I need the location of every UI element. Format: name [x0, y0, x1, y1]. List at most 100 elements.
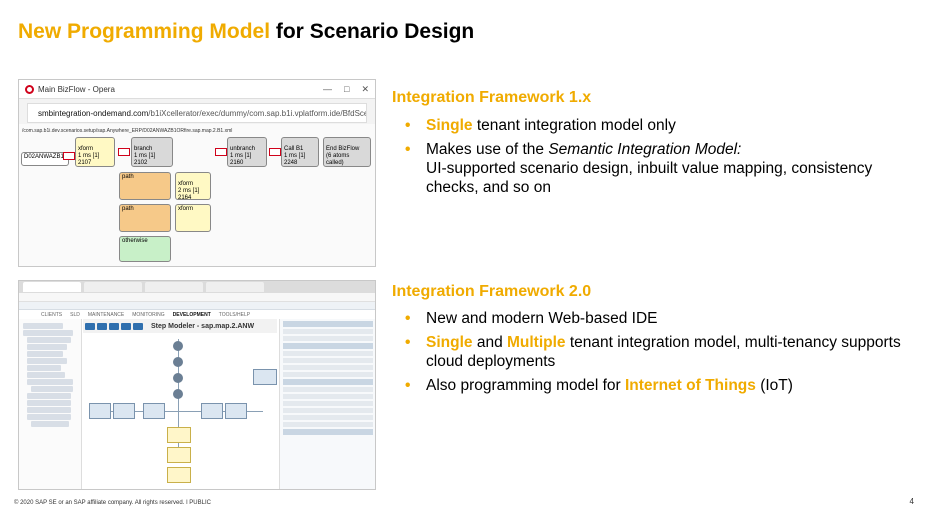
flow-step[interactable]	[89, 403, 111, 419]
node-xform-1[interactable]: xform 1 ms [1] 2107	[75, 137, 115, 167]
property-field[interactable]	[283, 329, 373, 334]
list-item: • Single and Multiple tenant integration…	[405, 334, 901, 370]
flow-node-icon[interactable]	[173, 341, 183, 351]
node-otherwise[interactable]: otherwise	[119, 236, 171, 262]
tree-item[interactable]	[23, 330, 73, 336]
property-field[interactable]	[283, 422, 373, 427]
tree-item[interactable]	[27, 344, 67, 350]
node-path-2[interactable]: path	[119, 204, 171, 232]
panel-header	[283, 321, 373, 327]
node-end-bizflow[interactable]: End BizFlow (6 atoms called)	[323, 137, 371, 167]
properties-panel	[279, 319, 375, 489]
flow-node-icon[interactable]	[173, 389, 183, 399]
toolbar-button[interactable]	[85, 322, 95, 330]
modeler-toolbar: Step Modeler - sap.map.2.ANW	[83, 319, 277, 333]
node-xform-2[interactable]: xform 2 ms [1] 2164	[175, 172, 211, 201]
node-path-1[interactable]: path	[119, 172, 171, 200]
property-field[interactable]	[283, 358, 373, 363]
property-field[interactable]	[283, 415, 373, 420]
node-xform-3[interactable]: xform	[175, 204, 211, 232]
flow-step[interactable]	[143, 403, 165, 419]
tree-item[interactable]	[27, 414, 71, 420]
flow-step[interactable]	[201, 403, 223, 419]
flow-node-icon[interactable]	[173, 357, 183, 367]
list-item: • Makes use of the Semantic Integration …	[405, 141, 873, 196]
bizflow-canvas: /com.sap.b1i.dev.scenarios.setup/sap.Any…	[19, 124, 375, 266]
tree-item[interactable]	[27, 358, 67, 364]
panel-header	[283, 429, 373, 435]
opera-logo-icon	[25, 84, 34, 94]
window-title: Main BizFlow - Opera	[38, 84, 115, 94]
panel-header	[283, 379, 373, 385]
tree-item[interactable]	[31, 421, 69, 427]
property-field[interactable]	[283, 372, 373, 377]
browser-tab[interactable]	[145, 282, 203, 292]
minimize-icon[interactable]: —	[323, 83, 333, 94]
flow-step[interactable]	[253, 369, 277, 385]
section2-list: • New and modern Web-based IDE • Single …	[400, 309, 920, 400]
toolbar-button[interactable]	[133, 322, 143, 330]
tree-item[interactable]	[27, 372, 65, 378]
tree-item[interactable]	[27, 407, 71, 413]
menu-development[interactable]: DEVELOPMENT	[172, 311, 211, 318]
menu-sld[interactable]: SLD	[70, 311, 80, 318]
tree-item[interactable]	[27, 400, 71, 406]
node-call-b1[interactable]: Call B1 1 ms [1] 2248	[281, 137, 319, 167]
menu-clients[interactable]: CLIENTS	[41, 311, 63, 318]
list-item: • New and modern Web-based IDE	[405, 310, 658, 327]
arrow-icon	[63, 152, 75, 160]
section2-heading: Integration Framework 2.0	[392, 283, 592, 300]
flow-step[interactable]	[167, 427, 191, 443]
tree-item[interactable]	[27, 365, 61, 371]
browser-url-bar[interactable]	[19, 293, 375, 302]
section1-heading: Integration Framework 1.x	[392, 89, 592, 106]
bullet-icon: •	[405, 377, 411, 394]
page-number: 4	[909, 497, 914, 506]
flow-step[interactable]	[167, 447, 191, 463]
flow-step[interactable]	[225, 403, 247, 419]
browser-tab[interactable]	[84, 282, 142, 292]
node-unbranch[interactable]: unbranch 1 ms [1] 2160	[227, 137, 267, 167]
bullet-icon: •	[405, 141, 411, 158]
flow-step[interactable]	[167, 467, 191, 483]
menu-monitoring[interactable]: MONITORING	[132, 311, 165, 318]
toolbar-button[interactable]	[121, 322, 131, 330]
toolbar-button[interactable]	[97, 322, 107, 330]
property-field[interactable]	[283, 394, 373, 399]
property-field[interactable]	[283, 336, 373, 341]
tree-item[interactable]	[27, 337, 71, 343]
scenario-path: /com.sap.b1i.dev.scenarios.setup/sap.Any…	[22, 128, 233, 134]
tree-item[interactable]	[27, 393, 71, 399]
menu-maintenance[interactable]: MAINTENANCE	[87, 311, 125, 318]
address-bar[interactable]: smbintegration-ondemand.com/b1iXcellerat…	[27, 103, 367, 123]
source-node[interactable]: D02ANWAZB1ORfire.sap	[21, 152, 92, 166]
property-field[interactable]	[283, 408, 373, 413]
flow-step[interactable]	[113, 403, 135, 419]
tree-item[interactable]	[27, 379, 73, 385]
property-field[interactable]	[283, 387, 373, 392]
slide-title: New Programming Model for Scenario Desig…	[18, 20, 474, 44]
bullet-icon: •	[405, 310, 411, 327]
browser-tab[interactable]	[23, 282, 81, 292]
editor-title: Step Modeler - sap.map.2.ANW	[151, 322, 255, 330]
node-branch[interactable]: branch 1 ms [1] 2102	[131, 137, 173, 167]
title-highlight: New Programming Model	[18, 20, 271, 43]
browser-tab[interactable]	[206, 282, 264, 292]
tree-item[interactable]	[27, 351, 63, 357]
arrow-icon	[118, 148, 130, 156]
tree-item[interactable]	[23, 323, 63, 329]
property-field[interactable]	[283, 351, 373, 356]
property-field[interactable]	[283, 365, 373, 370]
menu-tools-help[interactable]: TOOLS/HELP	[218, 311, 251, 318]
arrow-icon	[269, 148, 281, 156]
maximize-icon[interactable]: □	[344, 83, 350, 94]
ide-menu-bar: CLIENTS SLD MAINTENANCE MONITORING DEVEL…	[19, 310, 375, 319]
close-icon[interactable]: ✕	[361, 83, 369, 94]
tree-item[interactable]	[31, 386, 73, 392]
bullet-icon: •	[405, 117, 411, 134]
screenshot-bizflow-editor: Main BizFlow - Opera — □ ✕ smbintegratio…	[18, 79, 376, 267]
toolbar-button[interactable]	[109, 322, 119, 330]
arrow-icon	[215, 148, 227, 156]
flow-node-icon[interactable]	[173, 373, 183, 383]
property-field[interactable]	[283, 401, 373, 406]
